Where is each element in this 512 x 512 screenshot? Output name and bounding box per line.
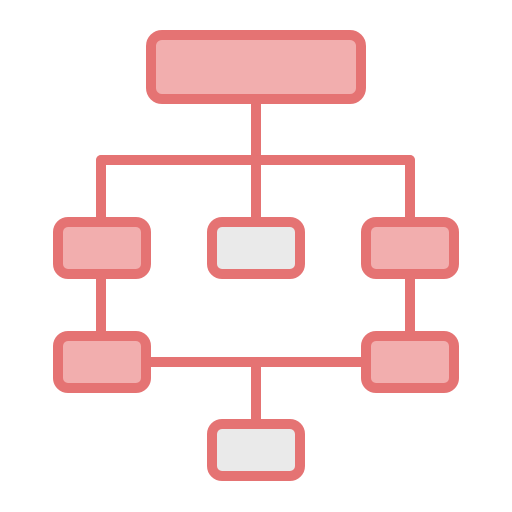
node-mid-right xyxy=(361,217,459,279)
node-low-right xyxy=(361,331,459,393)
node-top xyxy=(146,30,366,104)
node-mid-left xyxy=(53,217,151,279)
node-low-left xyxy=(53,331,151,393)
node-boxes xyxy=(53,30,459,481)
node-mid-center xyxy=(207,217,305,279)
connector-lines xyxy=(96,97,415,429)
node-bottom xyxy=(207,419,305,481)
